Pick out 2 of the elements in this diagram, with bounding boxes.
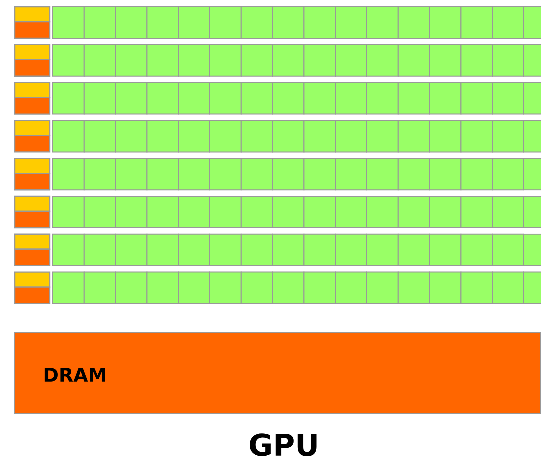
memory-box: DRAM <box>14 332 541 414</box>
title: GPU <box>250 434 317 456</box>
